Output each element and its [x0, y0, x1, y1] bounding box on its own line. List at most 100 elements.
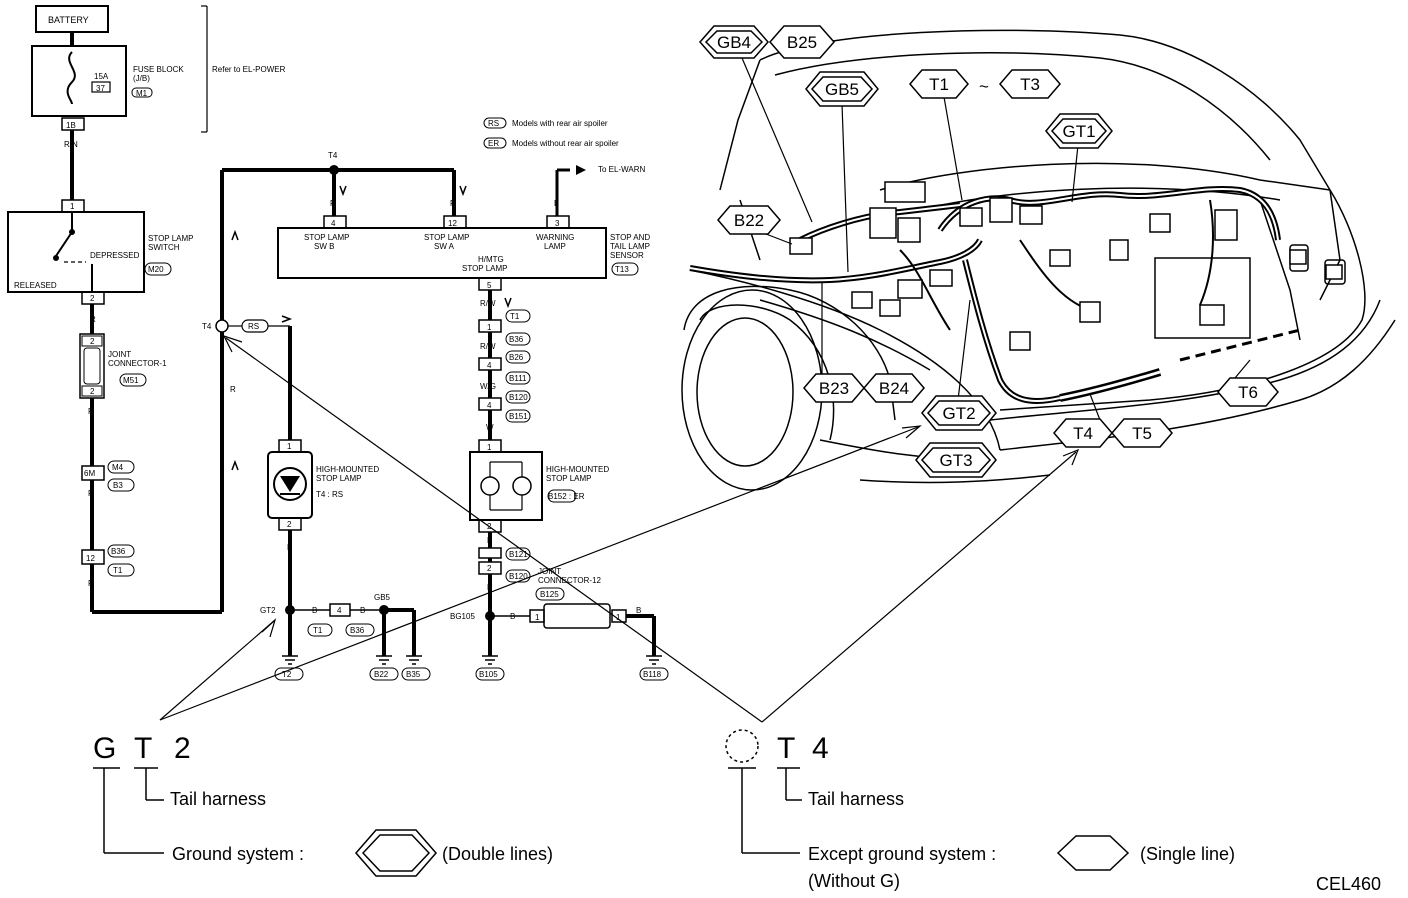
leader-lines [159, 57, 1251, 723]
battery-label: BATTERY [48, 15, 89, 25]
t4-top: T4 [328, 151, 338, 160]
legend-left-ground: Ground system : [172, 844, 304, 864]
hm-lamp-rs: HIGH-MOUNTED [316, 465, 379, 474]
label-b25: B25 [787, 33, 817, 52]
label-dash: ~ [979, 77, 989, 96]
gnd-t2: T2 [282, 670, 292, 679]
legend-left-g: G [93, 732, 116, 765]
wire-r-1: R [90, 315, 96, 324]
conn-b120b: B120 [509, 572, 528, 581]
bg105: BG105 [450, 612, 475, 621]
joint-conn-label2: CONNECTOR-1 [108, 359, 167, 368]
stop-sw-conn: M20 [148, 265, 164, 274]
conn-b26: B26 [509, 353, 524, 362]
pin-4: 4 [331, 219, 336, 228]
wire-b-5: B [360, 606, 365, 615]
legend-right-4: 4 [812, 732, 829, 765]
joint-conn-id: M51 [123, 376, 139, 385]
label-gt1: GT1 [1062, 122, 1095, 141]
gnd-b22: B22 [374, 670, 389, 679]
pin-1a: 1 [487, 323, 492, 332]
fuse-block-label: FUSE BLOCK [133, 65, 184, 74]
conn-b36-bot: B36 [350, 626, 365, 635]
wire-b-1: B [287, 543, 292, 552]
rs-wire: RS [248, 322, 259, 331]
gt2-splice: GT2 [260, 606, 276, 615]
legend-lines [93, 729, 1130, 877]
label-t6: T6 [1238, 383, 1258, 402]
label-gb4: GB4 [717, 33, 751, 52]
pin-2c: 2 [487, 564, 492, 573]
stop-sw-title: STOP LAMP [148, 234, 194, 243]
label-b23: B23 [819, 379, 849, 398]
legend-left-double: (Double lines) [442, 844, 553, 864]
fuse-number: 37 [96, 84, 105, 93]
schematic [7, 5, 669, 681]
wire-rn: R/N [64, 140, 78, 149]
car-connectors [789, 181, 1343, 351]
fuse-block-sub: (J/B) [133, 74, 150, 83]
conn-b3: B3 [113, 481, 123, 490]
sensor-in3: WARNING [536, 233, 574, 242]
pin-1c: 1 [287, 442, 292, 451]
car-label-texts: GB4 B25 GB5 T1 ~ T3 GT1 B22 B23 B24 GT2 … [717, 33, 1258, 470]
wire-rw-1: R/W [480, 299, 496, 308]
pin-1b: 1 [487, 443, 492, 452]
wire-w: W [486, 423, 494, 432]
pin-5: 5 [487, 281, 492, 290]
conn-t1-bot: T1 [313, 626, 323, 635]
stop-sw-title2: SWITCH [148, 243, 180, 252]
joint12: JOINT [538, 567, 561, 576]
sensor-in1b: SW B [314, 242, 334, 251]
conn-b36: B36 [111, 547, 126, 556]
sensor-in1: STOP LAMP [304, 233, 350, 242]
legend-left-t: T [134, 732, 152, 765]
legend-right-t: T [777, 732, 795, 765]
legend-left-2: 2 [174, 732, 191, 765]
hm-lamp-er2: STOP LAMP [546, 474, 592, 483]
car-illustration [681, 29, 1396, 491]
legend-right-single: (Single line) [1140, 844, 1235, 864]
label-gb5: GB5 [825, 80, 859, 99]
wire-b-4: B [312, 606, 317, 615]
pin-1d: 1 [535, 613, 540, 622]
pin-1e: 1 [616, 613, 621, 622]
er-note: Models without rear air spoiler [512, 139, 619, 148]
wire-r-2: R [88, 407, 94, 416]
gnd-b105: B105 [479, 670, 498, 679]
stop-tail-lamp-sensor-box [277, 227, 607, 279]
label-gt3: GT3 [939, 451, 972, 470]
pin-12: 12 [448, 219, 457, 228]
car-label-shapes [699, 25, 1279, 478]
gnd-b35: B35 [406, 670, 421, 679]
schematic-labels: BATTERY FUSE BLOCK (J/B) 15A 37 M1 1B Re… [14, 15, 662, 679]
sw-pin2: 2 [90, 294, 95, 303]
gb5-splice: GB5 [374, 593, 391, 602]
fuse-terminal: 1B [66, 121, 76, 130]
sensor-outb: STOP LAMP [462, 264, 508, 273]
sensor-in3b: LAMP [544, 242, 566, 251]
fuse-block [31, 45, 127, 117]
conn-b120: B120 [509, 393, 528, 402]
legend-right-tail: Tail harness [808, 789, 904, 809]
label-b24: B24 [879, 379, 909, 398]
hm-lamp-er: HIGH-MOUNTED [546, 465, 609, 474]
rs-note: Models with rear air spoiler [512, 119, 608, 128]
hm-lamp-er-conn: B152 : ER [548, 492, 585, 501]
sensor-title: STOP AND [610, 233, 650, 242]
released-label: RELEASED [14, 281, 57, 290]
wire-r-5: R [230, 385, 236, 394]
jc-pin-top: 2 [90, 337, 95, 346]
refer-el-power: Refer to EL-POWER [212, 65, 286, 74]
label-t3: T3 [1020, 75, 1040, 94]
jc-pin-bot: 2 [90, 387, 95, 396]
wire-b-6: B [510, 612, 515, 621]
legend-right-without: (Without G) [808, 871, 900, 891]
conn-6m: 6M [84, 469, 95, 478]
gnd-b118: B118 [643, 670, 662, 679]
fuse-conn: M1 [136, 89, 148, 98]
pin-4b: 4 [487, 401, 492, 410]
joint-connector-12 [543, 603, 611, 629]
conn-b111: B111 [509, 374, 527, 383]
conn-b125: B125 [540, 590, 559, 599]
